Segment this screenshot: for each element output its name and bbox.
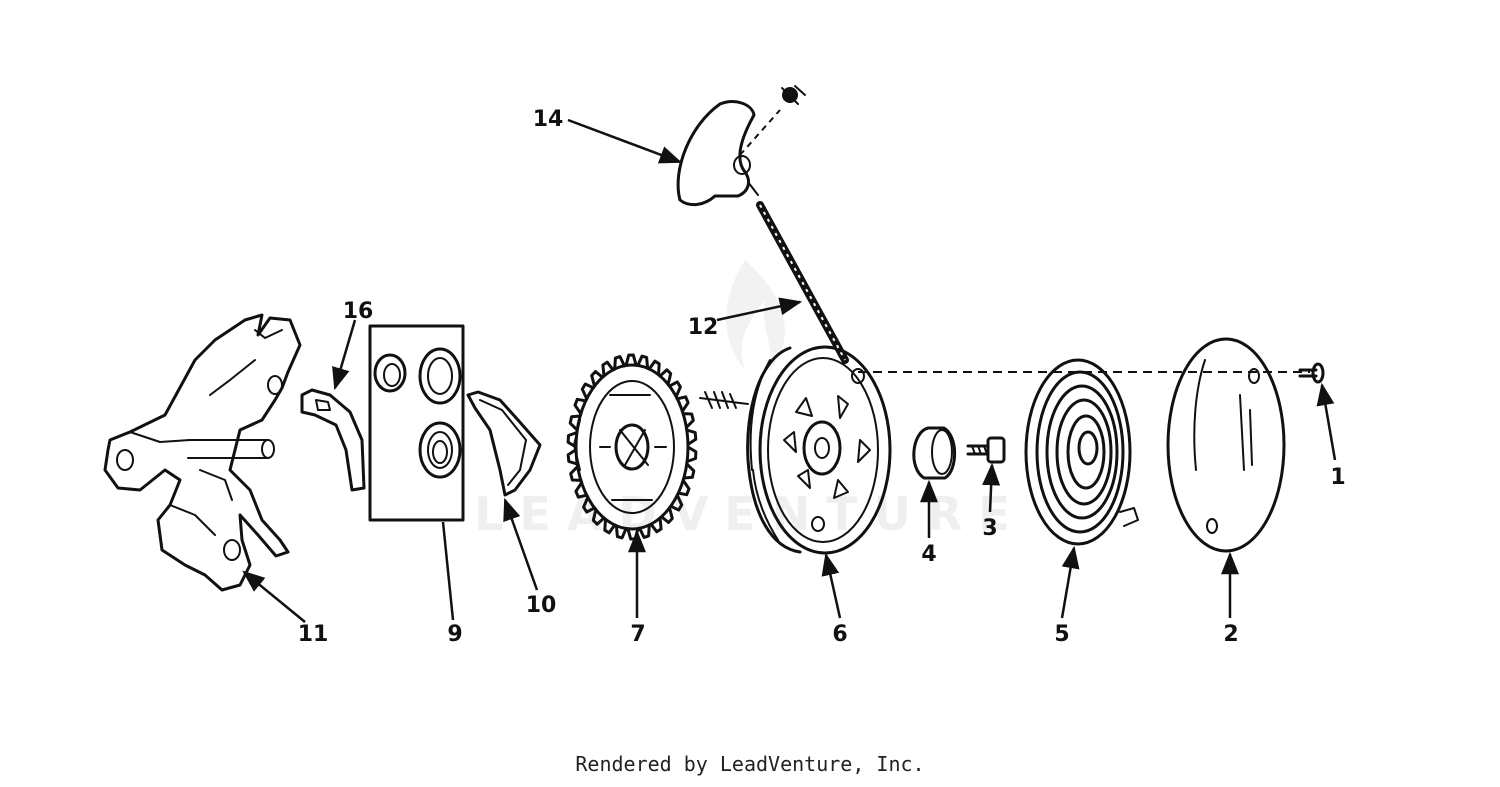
callout-7: 7: [630, 622, 645, 647]
callout-labels: 14 12 16 11 9 10 7 6 4 3 5 2 1: [298, 107, 1346, 647]
callout-5: 5: [1054, 622, 1069, 647]
callout-14: 14: [533, 107, 564, 132]
callout-1: 1: [1330, 465, 1345, 490]
callout-2: 2: [1223, 622, 1238, 647]
part-14-handle: [676, 85, 806, 207]
watermark: LEADVENTURE: [474, 260, 1026, 541]
callout-3: 3: [982, 516, 997, 541]
callout-16: 16: [343, 299, 374, 324]
callout-4: 4: [921, 542, 936, 567]
footer-credit: Rendered by LeadVenture, Inc.: [575, 752, 925, 776]
callout-9: 9: [447, 622, 462, 647]
watermark-text: LEADVENTURE: [474, 487, 1026, 541]
part-1-screw: [1298, 362, 1325, 384]
callout-12: 12: [688, 315, 719, 340]
callout-6: 6: [832, 622, 847, 647]
part-5-recoil-spring: [1024, 358, 1139, 546]
callout-10: 10: [526, 593, 557, 618]
leader-arrows: [242, 118, 1337, 623]
part-9-gasket-plate: [368, 324, 465, 522]
part-11-control-bracket: [103, 313, 302, 592]
part-12-rope: [756, 201, 849, 364]
part-2-cover: [1166, 337, 1286, 553]
part-16-clip: [300, 388, 366, 492]
part-10-wire-spring: [466, 390, 542, 497]
part-3-screw: [966, 436, 1006, 464]
part-4-retainer: [912, 426, 957, 480]
part-7-gear: [566, 353, 698, 541]
part-6-pulley: [699, 345, 892, 555]
callout-11: 11: [298, 622, 329, 647]
